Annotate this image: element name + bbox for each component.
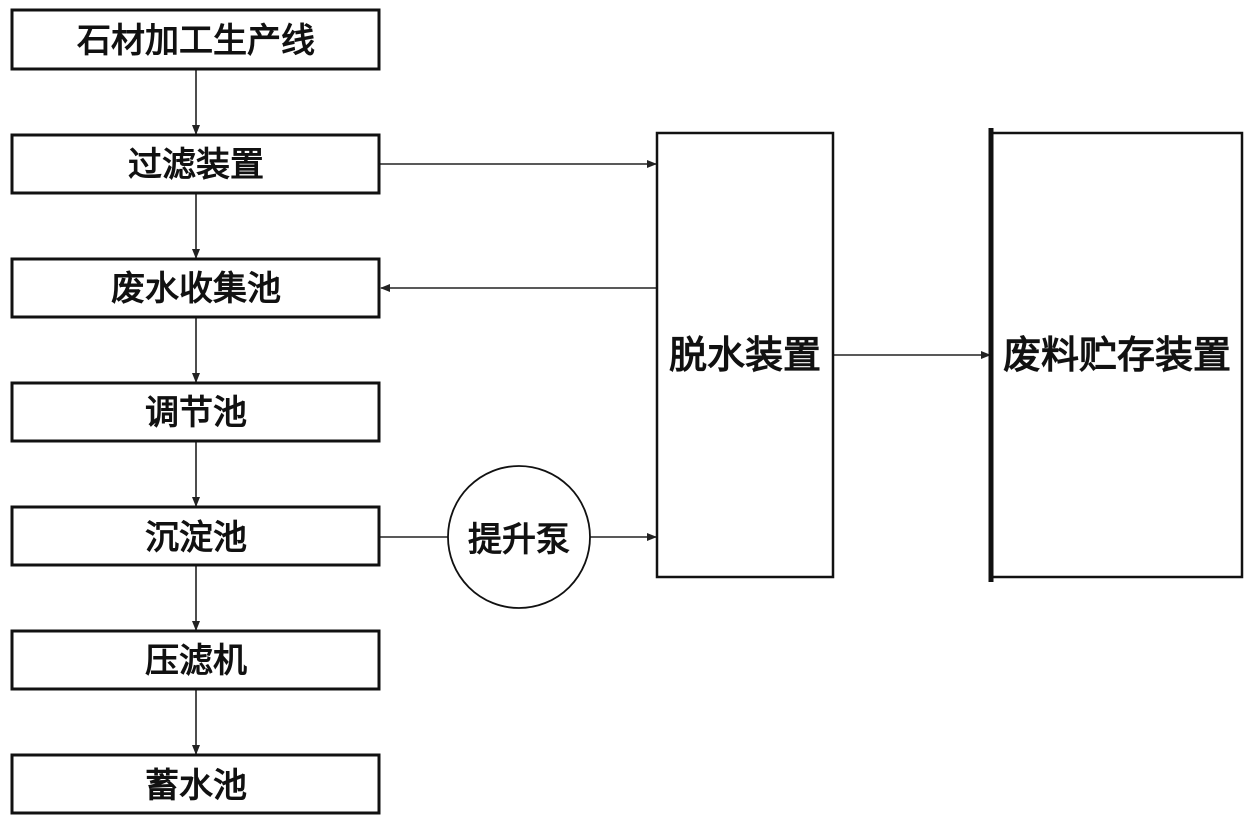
node-dewater: 脱水装置 — [655, 131, 835, 579]
node-stone-line: 石材加工生产线 — [10, 8, 381, 71]
node-filter-label: 过滤装置 — [128, 145, 264, 185]
node-stone-line-label: 石材加工生产线 — [76, 21, 315, 61]
node-adjust-pool-label: 调节池 — [145, 393, 247, 433]
node-wastewater-pool: 废水收集池 — [10, 257, 381, 319]
edges — [192, 70, 991, 755]
node-waste-storage-label: 废料贮存装置 — [1003, 333, 1231, 377]
node-storage-pool-label: 蓄水池 — [145, 766, 247, 806]
node-filter-press-label: 压滤机 — [145, 641, 247, 681]
node-adjust-pool: 调节池 — [10, 381, 381, 443]
node-lift-pump-label: 提升泵 — [468, 520, 570, 560]
node-filter-press: 压滤机 — [10, 629, 381, 691]
node-storage-pool: 蓄水池 — [10, 753, 381, 815]
node-settling-pool-label: 沉淀池 — [145, 518, 247, 558]
node-settling-pool: 沉淀池 — [10, 505, 381, 567]
node-dewater-label: 脱水装置 — [669, 333, 821, 377]
node-filter: 过滤装置 — [10, 133, 381, 195]
node-wastewater-pool-label: 废水收集池 — [111, 269, 281, 309]
node-waste-storage: 废料贮存装置 — [988, 128, 1244, 582]
node-lift-pump: 提升泵 — [447, 465, 591, 609]
